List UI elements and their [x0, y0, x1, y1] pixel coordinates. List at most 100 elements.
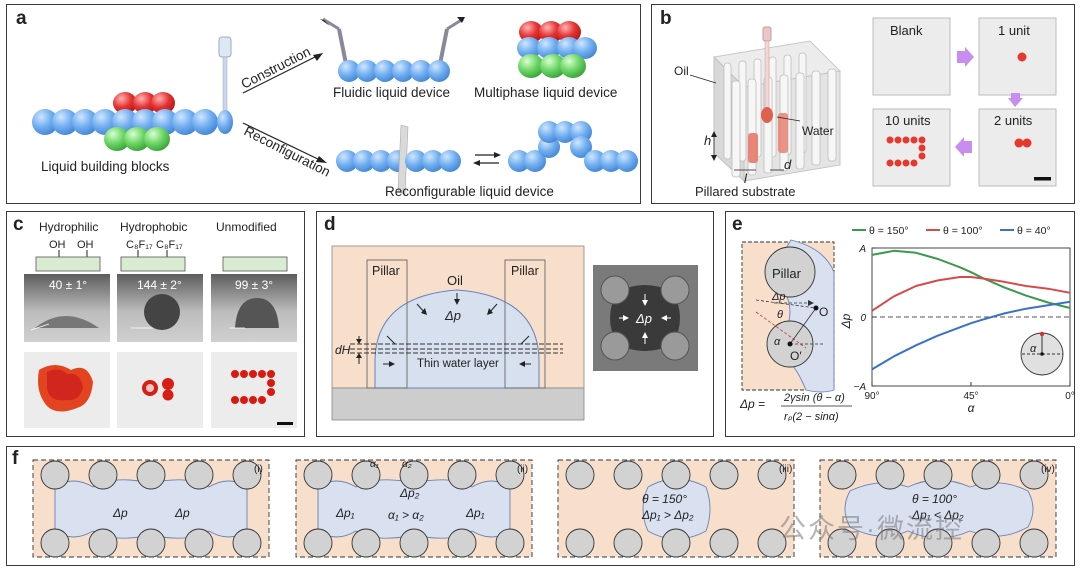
pillar-circle	[923, 460, 953, 490]
cf-label-2: C₈F₁₇	[156, 239, 183, 251]
drops-10-units	[886, 136, 926, 167]
pillar-circle	[971, 528, 1001, 558]
o-label: O	[819, 305, 828, 319]
f-ii-relation: α₁ > α₂	[388, 508, 424, 522]
pillar-circle	[447, 528, 477, 558]
scale-bar	[1034, 177, 1051, 181]
building-blocks-drops	[32, 92, 218, 151]
pillar-circle-top	[764, 246, 816, 298]
reconfigurable-device-drops	[336, 121, 638, 196]
panel-label-a: a	[16, 8, 27, 29]
drop-1-unit	[1017, 52, 1027, 62]
y-axis-label: Δp	[839, 313, 853, 329]
angle-hydrophilic: 40 ± 1°	[49, 278, 87, 292]
pillar-circle	[88, 460, 118, 490]
cf-label-1: C₈F₁₇	[126, 239, 153, 251]
photo-hydrophilic	[24, 274, 110, 342]
legend-label-1: θ = 150°	[869, 225, 909, 237]
pillar-label-e: Pillar	[772, 266, 802, 281]
pillar-circle	[399, 460, 429, 490]
pillar-circle	[875, 528, 905, 558]
pillar-circle	[495, 528, 525, 558]
pillar-circle	[303, 460, 333, 490]
pillar-right-shape	[504, 259, 546, 389]
pillared-substrate-drawing: Oil Water h l d Pillared substrate Blank…	[674, 17, 1057, 199]
f-i-dp-right: Δp	[174, 506, 190, 520]
pillar-circle	[495, 460, 525, 490]
pillar-circle	[923, 528, 953, 558]
contact-angle-drawing: Hydrophilic Hydrophobic Unmodified OH OH…	[24, 220, 297, 428]
panel-label-c: c	[13, 214, 24, 235]
dp-label-d: Δp	[444, 308, 461, 323]
oil-label-d: Oil	[447, 273, 463, 288]
angle-unmodified: 99 ± 3°	[235, 278, 273, 292]
f-ii-dp1-right: Δp₁	[465, 506, 485, 520]
panel-b: b Oil Water h l d Pillared substrate	[651, 4, 1075, 204]
pillar-circle	[827, 528, 857, 558]
water-label: Water	[802, 124, 834, 138]
d-label: d	[784, 157, 792, 172]
pillar-circle	[613, 528, 643, 558]
x-tick-label: 90°	[864, 391, 879, 402]
panel-label-e: e	[732, 214, 743, 235]
f-iii-theta: θ = 150°	[642, 492, 687, 506]
formula-numerator: 2γsin (θ − α)	[783, 392, 845, 404]
pillar-circle	[757, 528, 787, 558]
pillar-circle	[565, 528, 595, 558]
inset-center	[1040, 352, 1044, 356]
pillar-left-label: Pillar	[372, 264, 400, 278]
substrate-label: Pillared substrate	[695, 184, 795, 199]
inset-alpha-label: α	[1030, 343, 1037, 355]
pillar-left-shape	[366, 259, 408, 389]
oh-label-2: OH	[77, 239, 94, 251]
fluidic-device-drops	[320, 17, 465, 82]
formula-lhs: Δp =	[739, 397, 765, 411]
panel-e: e Pillar Δp θ α O O′ Δp = 2γsin (θ − α) …	[725, 211, 1075, 437]
2-units-label: 2 units	[994, 113, 1033, 128]
pillar-circle	[613, 460, 643, 490]
pillar-circle	[40, 528, 70, 558]
reconfigurable-device-label: Reconfigurable liquid device	[385, 184, 554, 199]
panel-label-b: b	[660, 8, 672, 29]
construction-arrow	[242, 54, 320, 94]
angle-hydrophobic: 144 ± 2°	[137, 278, 182, 292]
theta-label-e: θ	[777, 309, 783, 321]
series-line-1	[871, 249, 1071, 309]
blank-label: Blank	[890, 23, 923, 38]
meniscus-drawing: Pillar Pillar Oil Δp dH Thin water layer…	[331, 245, 698, 421]
f-iii-relation: Δp₁ > Δp₂	[641, 508, 694, 522]
pillar-circle	[1019, 528, 1049, 558]
photo-blank	[872, 17, 951, 96]
alpha-label-e: α	[774, 336, 781, 348]
photo-1-unit	[978, 17, 1057, 96]
f-ii-alpha2: α₂	[402, 459, 412, 470]
pillar-circle	[971, 460, 1001, 490]
y-tick-label: A	[858, 244, 866, 255]
pillar-circle	[565, 460, 595, 490]
dp-label-e: Δp	[771, 291, 786, 303]
panel-d: d Pillar Pillar Oil Δp dH Thin water lay…	[316, 211, 714, 437]
f-iv-theta: θ = 100°	[912, 492, 957, 506]
oh-label-1: OH	[49, 239, 66, 251]
pillar-circle	[351, 528, 381, 558]
panel-c: c Hydrophilic Hydrophobic Unmodified OH …	[6, 211, 305, 437]
pillar-circle	[709, 528, 739, 558]
pillar-circle	[661, 528, 691, 558]
formula-denominator: rₚ(2 − sinα)	[784, 411, 839, 423]
pillar-circle	[40, 460, 70, 490]
f-ii-dp2: Δp₂	[399, 486, 420, 500]
multiphase-device-drops	[517, 21, 597, 78]
inset-point	[1039, 331, 1045, 337]
dh-label: dH	[335, 343, 351, 357]
reconfiguration-arrow	[242, 122, 323, 162]
photo-10-units	[872, 108, 951, 187]
photo-2-units	[978, 108, 1057, 187]
pillar-right-label: Pillar	[511, 264, 539, 278]
pillar-circle	[1019, 460, 1049, 490]
pipette-icon	[217, 36, 233, 134]
10-units-label: 10 units	[885, 113, 931, 128]
arrow-down-icon	[1008, 98, 1023, 107]
subpanel-label-4: (iv)	[1041, 464, 1055, 475]
